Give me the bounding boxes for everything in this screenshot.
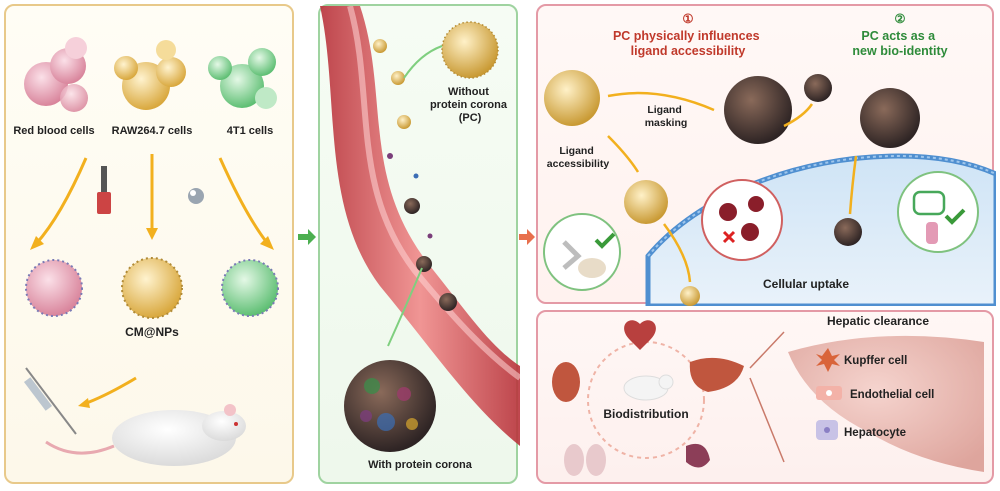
pointer-with-corona: [387, 267, 423, 347]
panel-blood-circulation: Without protein corona (PC) With protein…: [318, 4, 522, 484]
label-cellular-uptake: Cellular uptake: [763, 277, 849, 291]
heart-icon: [624, 320, 656, 350]
checkmark-icon: [594, 232, 616, 249]
hepatocyte-icon: [816, 420, 838, 440]
label-ligand-accessibility: Ligand accessibility: [547, 145, 610, 170]
np-bio-identity-corona: [860, 88, 920, 148]
mouse-illustration: [45, 404, 246, 466]
syringe-icon: [23, 367, 77, 435]
inset-ligand-binding-success: [543, 213, 621, 291]
label-endothelial-cell: Endothelial cell: [850, 389, 934, 401]
label-hepatic-clearance: Hepatic clearance: [827, 314, 929, 328]
spleen-icon: [686, 443, 710, 468]
raw264-cells-illustration: [114, 40, 186, 110]
title-2: PC acts as a new bio-identity: [852, 29, 947, 58]
label-without-protein-corona: Without protein corona (PC): [430, 86, 510, 124]
np-ligand-exposed: [544, 70, 600, 126]
np-corona-uptake: [834, 218, 862, 246]
cross-icon: [722, 230, 736, 244]
liver-illustration: [788, 335, 984, 472]
extruder-icon: [97, 166, 111, 214]
coating-arrowheads: [30, 228, 274, 408]
endothelial-cell-icon: [816, 386, 842, 400]
label-biodistribution: Biodistribution: [603, 407, 688, 421]
title-1: PC physically influences ligand accessib…: [613, 29, 763, 58]
middle-panel-art: Without protein corona (PC) With protein…: [320, 5, 522, 471]
label-red-blood-cells: Red blood cells: [13, 125, 94, 137]
lung-icon: [564, 444, 606, 476]
label-kupffer-cell: Kupffer cell: [844, 355, 907, 367]
rbc-coated-nanoparticle: [25, 259, 83, 317]
np-internalized: [680, 286, 700, 306]
label-ligand-masking: Ligand masking: [645, 104, 688, 129]
label-hepatocyte: Hepatocyte: [844, 427, 906, 439]
label-4t1-cells: 4T1 cells: [227, 125, 273, 137]
panel-membrane-coating: Red blood cells RAW264.7 cells 4T1 cells: [4, 4, 294, 484]
top-right-panel-art: ① PC physically influences ligand access…: [543, 12, 999, 309]
left-panel-art: Red blood cells RAW264.7 cells 4T1 cells: [13, 37, 279, 466]
np-masked-corona: [724, 76, 792, 144]
title-2-number: ②: [894, 12, 905, 26]
zoom-lines: [749, 331, 785, 463]
label-cm-nps: CM@NPs: [125, 325, 179, 339]
sonication-ball-icon: [188, 188, 204, 204]
mouse-small-illustration: [623, 374, 674, 401]
uptake-arrows: [607, 91, 858, 283]
label-with-protein-corona: With protein corona: [368, 459, 473, 471]
tumor-coated-nanoparticle: [221, 259, 279, 317]
coating-arrows: [34, 154, 270, 406]
4t1-cells-illustration: [208, 48, 277, 109]
macrophage-coated-nanoparticle: [121, 257, 183, 319]
arrow-to-right: [519, 229, 535, 245]
checkmark-icon: [944, 208, 966, 225]
inset-ligand-blocked: [701, 179, 783, 261]
inset-bio-identity-recognition: [897, 171, 979, 253]
pointer-without-corona: [403, 45, 443, 79]
np-with-corona: [344, 360, 436, 452]
red-blood-cells-illustration: [24, 37, 88, 112]
liver-small-icon: [689, 357, 744, 392]
panel-biodistribution: Biodistribution Hepatic clearance Kupffe…: [536, 310, 994, 484]
np-approaching-cell: [624, 180, 668, 224]
bottom-right-panel-art: Biodistribution Hepatic clearance Kupffe…: [552, 314, 984, 476]
kupffer-cell-icon: [816, 348, 840, 372]
title-1-number: ①: [682, 12, 693, 26]
kidney-icon: [552, 362, 580, 402]
np-small-corona: [804, 74, 832, 102]
panel-cellular-uptake: ① PC physically influences ligand access…: [536, 4, 999, 309]
circulating-nanoparticles: [373, 39, 457, 311]
np-without-corona: [441, 21, 499, 79]
label-raw264-cells: RAW264.7 cells: [112, 125, 193, 137]
arrow-to-middle: [298, 229, 316, 245]
